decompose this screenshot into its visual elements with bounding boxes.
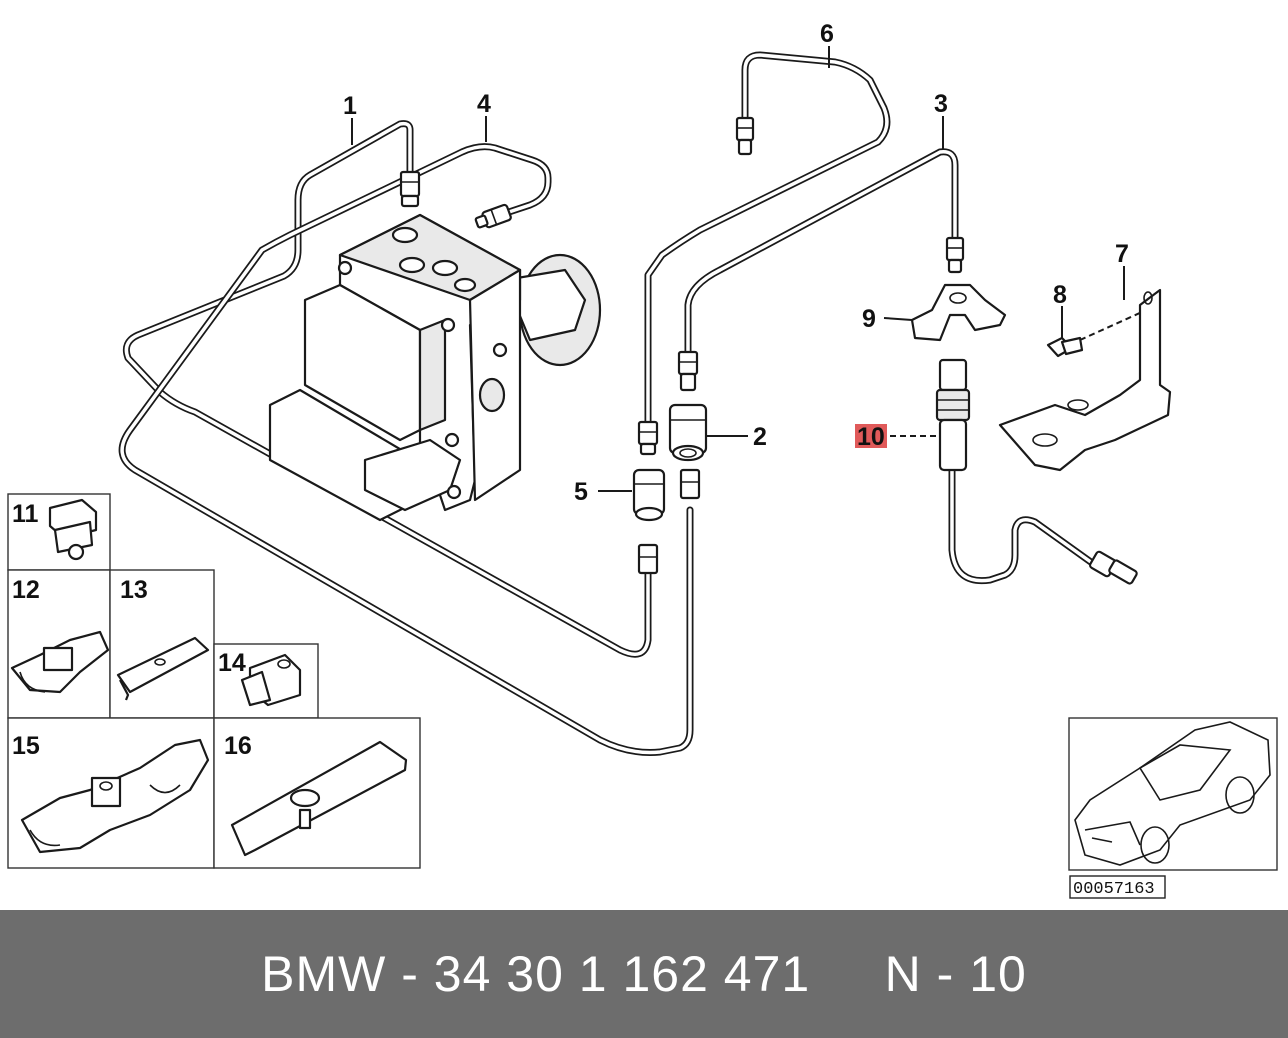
inset-label-12: 12 (12, 576, 40, 604)
callout-10-highlight (855, 424, 887, 448)
bolt-8 (1046, 336, 1084, 358)
reference-number: 00057163 (1069, 875, 1166, 899)
inset-16: 16 (213, 717, 421, 869)
callout-7: 7 (1115, 240, 1129, 268)
brake-hose-10 (948, 466, 1099, 585)
callouts: 1 4 6 3 2 5 7 8 9 10 (343, 20, 1143, 506)
callout-6: 6 (820, 20, 834, 48)
inset-14: 14 (213, 643, 319, 719)
callout-3: 3 (934, 90, 948, 118)
adapter-2 (668, 403, 708, 462)
inset-15: 15 (7, 717, 215, 869)
brake-pipe-6 (644, 51, 891, 429)
abs-hydraulic-unit (268, 213, 602, 522)
inset-label-13: 13 (120, 576, 148, 604)
inset-11: 11 (7, 493, 111, 571)
bracket-7 (998, 288, 1172, 472)
callout-2: 2 (753, 423, 767, 451)
inset-label-16: 16 (224, 732, 252, 760)
brake-pipe-3 (684, 148, 959, 359)
callout-8: 8 (1053, 281, 1067, 309)
callout-10: 10 (857, 423, 885, 451)
inset-12: 12 (7, 569, 111, 719)
inset-label-11: 11 (12, 500, 39, 528)
hose-end-fitting-10 (935, 358, 1138, 585)
inset-label-15: 15 (12, 732, 40, 760)
parts-diagram: 1 4 6 3 2 5 7 8 9 10 11 12 (7, 20, 1278, 899)
brake-pipe-4 (118, 143, 694, 756)
callout-9: 9 (862, 305, 876, 333)
part-number-footer: BMW - 34 30 1 162 471 N - 10 (0, 910, 1288, 1038)
clip-9 (910, 283, 1007, 342)
callout-4: 4 (477, 90, 491, 118)
pipe-fittings (399, 116, 965, 575)
adapter-5 (632, 468, 666, 522)
callout-1: 1 (343, 92, 357, 120)
vehicle-thumbnail (1068, 717, 1278, 871)
reference-number-text: 00057163 (1073, 880, 1155, 899)
brake-pipe-1 (122, 120, 652, 658)
inset-13: 13 (109, 569, 215, 719)
callout-5: 5 (574, 478, 588, 506)
part-number-text: BMW - 34 30 1 162 471 N - 10 (261, 946, 1027, 1002)
inset-label-14: 14 (218, 649, 246, 677)
